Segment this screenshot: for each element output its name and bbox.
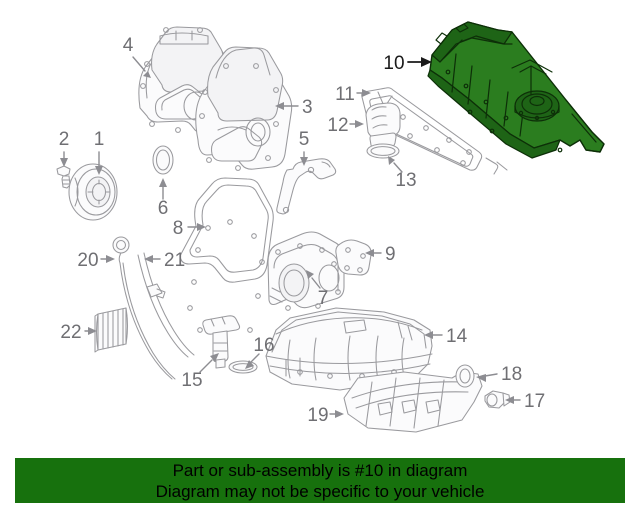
callout-14-label: 14 — [446, 326, 468, 347]
banner-line-2: Diagram may not be specific to your vehi… — [155, 481, 485, 501]
callout-12-label: 12 — [327, 115, 348, 136]
part-16-oil-level-sensor-o-ring — [228, 360, 258, 374]
part-20-oil-dipstick — [112, 236, 176, 380]
part-17-oil-drain-plug — [484, 390, 511, 409]
part-10-upper-oil-pan-highlighted — [427, 21, 605, 159]
callout-13: 13 — [388, 156, 417, 191]
callout-8: 8 — [173, 218, 206, 239]
callout-10-label: 10 — [383, 53, 404, 74]
parts-diagram-canvas: 1 2 3 4 5 6 — [56, 21, 605, 433]
part-9-access-cover-plate — [335, 239, 372, 276]
callout-1: 1 — [94, 129, 105, 175]
part-6-front-crankshaft-seal — [152, 145, 174, 175]
callout-11-label: 11 — [335, 84, 355, 105]
banner-line-1: Part or sub-assembly is #10 in diagram — [172, 460, 468, 480]
callout-16: 16 — [245, 335, 275, 369]
part-19-oil-pan-skid-plate — [343, 371, 483, 433]
part-5-oil-baffle-bracket — [276, 158, 337, 215]
part-3-timing-cover-inner — [195, 46, 293, 171]
callout-19-label: 19 — [307, 405, 328, 426]
callout-19: 19 — [307, 405, 344, 426]
callout-2-label: 2 — [59, 129, 70, 150]
callout-22: 22 — [60, 322, 97, 343]
callout-15-label: 15 — [181, 370, 202, 391]
callout-3: 3 — [275, 97, 313, 118]
callout-2: 2 — [59, 129, 70, 167]
callout-18-label: 18 — [501, 364, 522, 385]
callout-4-label: 4 — [123, 35, 134, 56]
callout-12: 12 — [327, 115, 364, 136]
callout-17: 17 — [505, 391, 545, 412]
callout-22-label: 22 — [60, 322, 81, 343]
part-11-upper-oil-pan-gasket — [361, 87, 508, 175]
callout-15: 15 — [181, 353, 219, 391]
part-14-lower-oil-pan — [265, 307, 433, 391]
callout-7-label: 7 — [318, 288, 329, 309]
exploded-parts-diagram: 1 2 3 4 5 6 — [56, 21, 605, 433]
part-8-timing-cover-gasket — [179, 177, 274, 343]
part-callout-banner: Part or sub-assembly is #10 in diagram D… — [15, 458, 625, 503]
callout-9-label: 9 — [385, 244, 396, 265]
part-15-oil-level-sensor — [202, 315, 241, 369]
callout-1-label: 1 — [94, 129, 105, 150]
part-2-crankshaft-bolt — [56, 165, 71, 189]
part-18-drain-plug-gasket — [455, 364, 475, 388]
part-12-oil-filler-cap — [365, 102, 401, 150]
callout-21-label: 21 — [164, 250, 185, 271]
part-13-oil-filler-cap-o-ring — [366, 143, 400, 159]
part-7-rear-main-seal-housing — [267, 231, 345, 311]
callout-8-label: 8 — [173, 218, 184, 239]
callout-21: 21 — [144, 250, 185, 271]
callout-6-label: 6 — [158, 198, 169, 219]
callout-13-label: 13 — [395, 170, 416, 191]
part-21-dipstick-guide-tube — [137, 252, 195, 358]
callout-17-label: 17 — [524, 391, 545, 412]
callout-10: 10 — [383, 53, 432, 74]
callout-16-label: 16 — [253, 335, 274, 356]
part-22-oil-filter — [94, 307, 129, 353]
callout-18: 18 — [476, 364, 522, 385]
callout-5: 5 — [299, 129, 310, 166]
callout-9: 9 — [365, 244, 396, 265]
callout-4: 4 — [123, 35, 151, 78]
callout-5-label: 5 — [299, 129, 310, 150]
callout-11: 11 — [335, 84, 371, 105]
callout-3-label: 3 — [302, 97, 313, 118]
callout-20: 20 — [77, 250, 115, 271]
part-1-crankshaft-pulley — [68, 163, 118, 221]
callout-6: 6 — [158, 178, 169, 219]
callout-7: 7 — [306, 270, 328, 309]
callout-14: 14 — [424, 326, 468, 347]
callout-20-label: 20 — [77, 250, 98, 271]
